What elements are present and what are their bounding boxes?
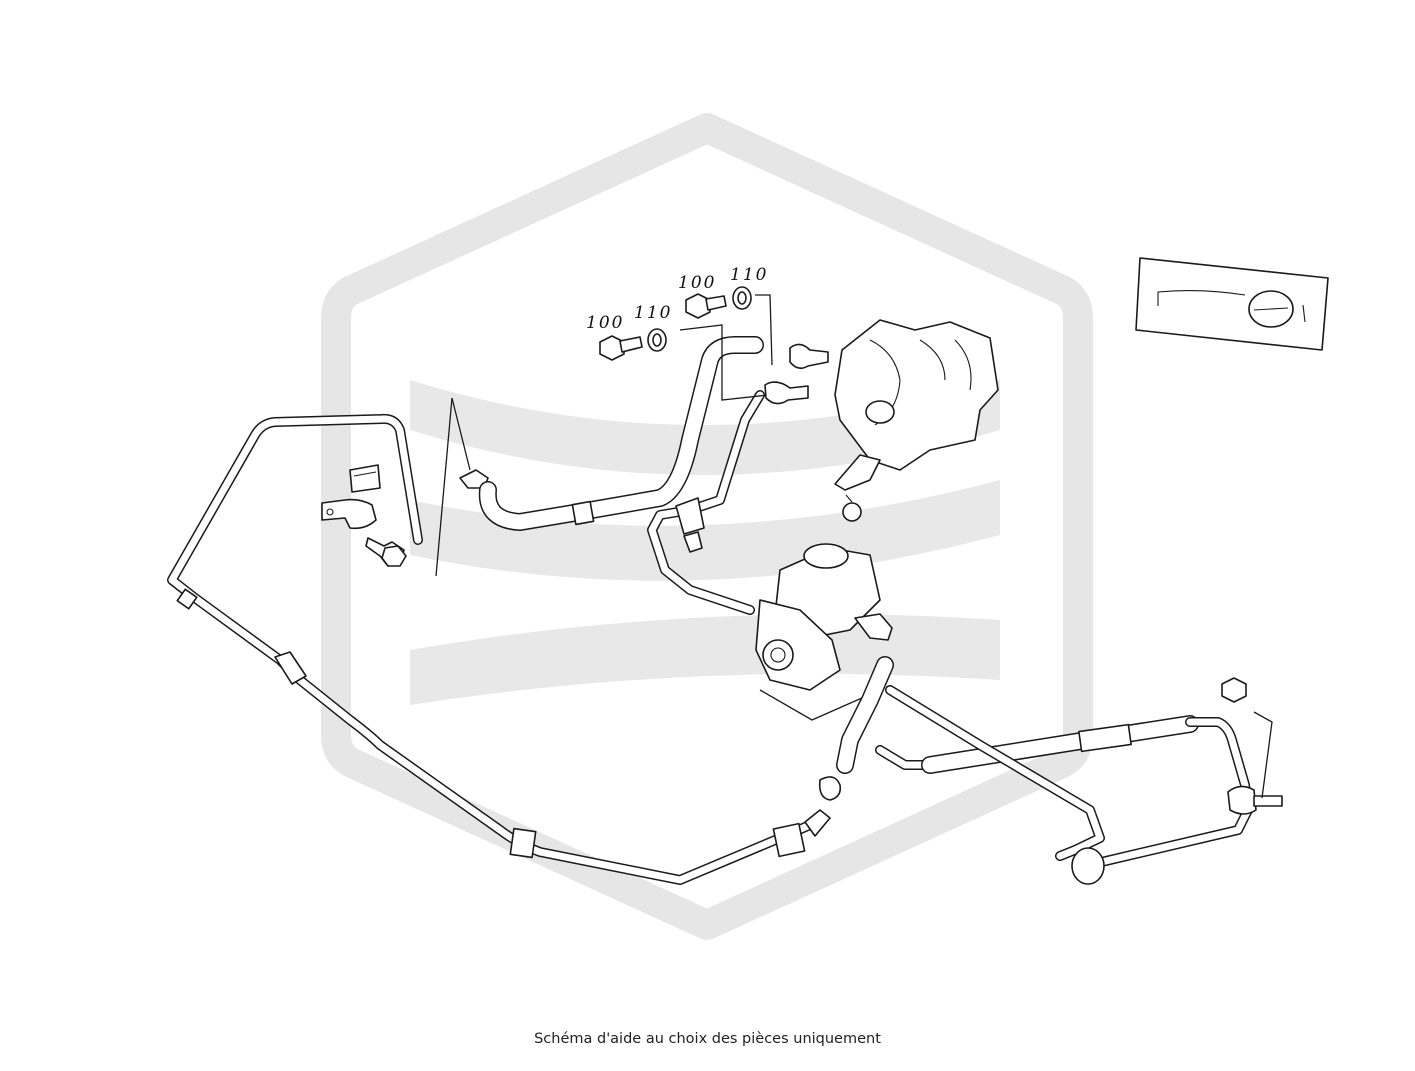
steering-pump	[834, 319, 999, 522]
banjo-fittings	[764, 343, 829, 405]
part-number-100-left: 100	[586, 313, 624, 333]
clamp-assembly	[321, 464, 407, 567]
upper-hose	[478, 336, 765, 615]
bracket-clip	[435, 397, 489, 577]
part-number-110-right: 110	[730, 265, 768, 285]
orientation-thumbnail	[1135, 257, 1329, 351]
bolt-washer-set-left: 100 110	[586, 303, 672, 361]
part-number-100-right: 100	[678, 273, 716, 293]
left-pipe-line	[167, 413, 842, 885]
diagram-caption: Schéma d'aide au choix des pièces unique…	[534, 1031, 881, 1047]
reservoir-pump	[755, 543, 893, 721]
lower-hose	[836, 656, 1283, 885]
bolt-washer-set-right: 100 110	[678, 265, 773, 401]
watermark-logo	[321, 113, 1093, 940]
part-number-110-left: 110	[634, 303, 672, 323]
